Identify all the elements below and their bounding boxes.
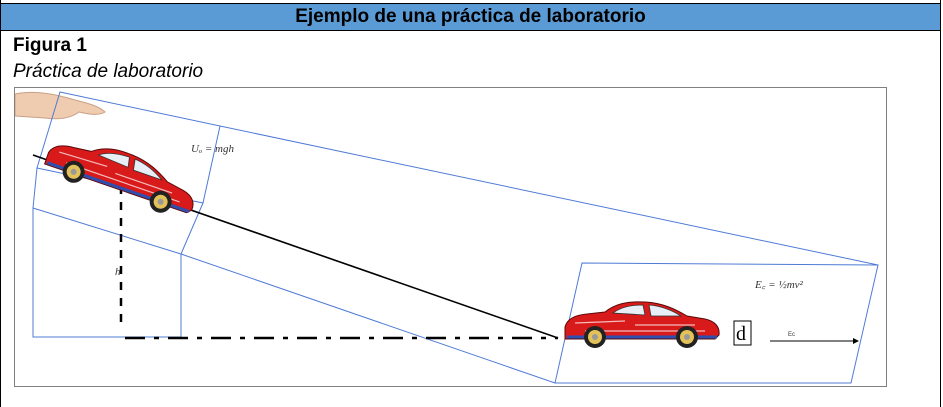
- potential-energy-formula: Uₒ = mgh: [191, 143, 234, 155]
- section-header: Ejemplo de una práctica de laboratorio: [1, 3, 940, 31]
- distance-label: d: [736, 323, 746, 345]
- kinetic-energy-formula: E꜀ = ½mv²: [754, 279, 804, 291]
- height-label: h: [115, 266, 121, 278]
- figure-caption: Práctica de laboratorio: [13, 61, 204, 82]
- arrow-head-icon: [853, 338, 859, 344]
- lab-diagram: Uₒ = mgh h E꜀ = ½mv² d Ec: [15, 91, 879, 384]
- car-at-bottom: [563, 300, 721, 350]
- lab-figure: Uₒ = mgh h E꜀ = ½mv² d Ec: [14, 87, 887, 387]
- figure-number: Figura 1: [13, 35, 87, 56]
- arrow-label: Ec: [788, 332, 795, 338]
- section-title: Ejemplo de una práctica de laboratorio: [295, 6, 646, 27]
- hand-illustration: [15, 91, 106, 120]
